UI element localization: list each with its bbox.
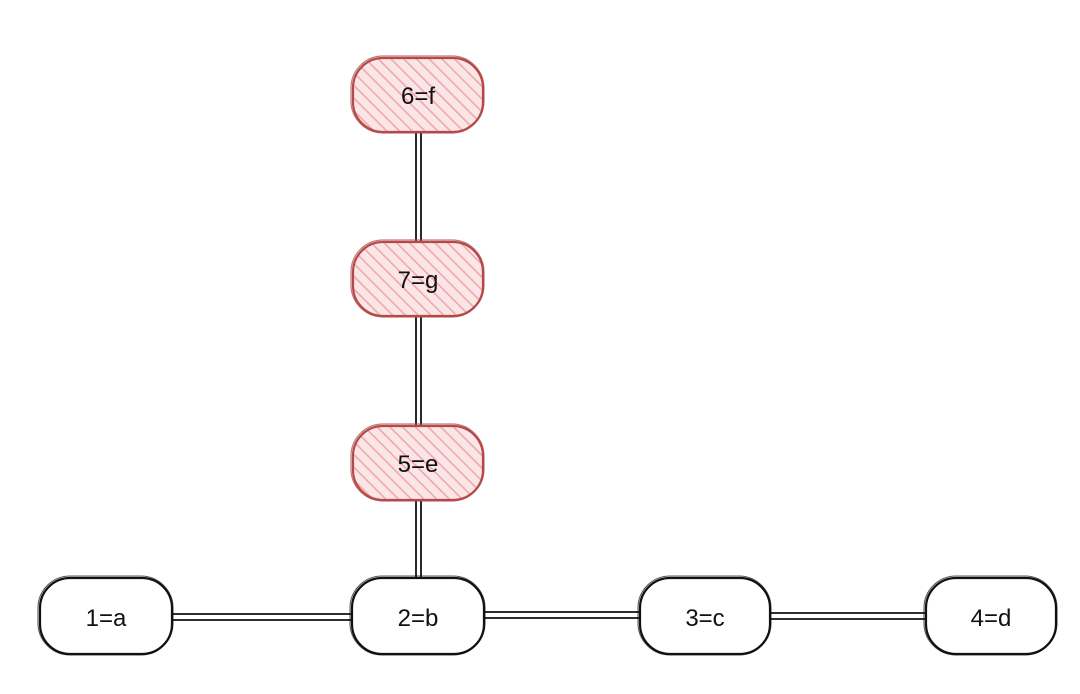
- edge-5e-2b: [415, 500, 422, 578]
- node-2b-label: 2=b: [398, 605, 439, 632]
- node-7g: 7=g: [350, 239, 485, 318]
- node-2b: 2=b: [349, 575, 486, 656]
- node-4d-label: 4=d: [971, 605, 1012, 632]
- node-1a: 1=a: [37, 575, 174, 656]
- node-6f: 6=f: [350, 55, 485, 134]
- node-1a-label: 1=a: [86, 605, 127, 632]
- node-4d: 4=d: [923, 575, 1058, 656]
- edges-layer: [172, 132, 926, 621]
- node-7g-label: 7=g: [398, 267, 439, 294]
- node-3c: 3=c: [637, 575, 772, 656]
- edge-6f-7g: [415, 132, 422, 242]
- edge-7g-5e: [415, 316, 422, 426]
- node-5e: 5=e: [350, 423, 485, 502]
- edge-3c-4d: [770, 612, 926, 620]
- node-6f-label: 6=f: [401, 83, 435, 110]
- node-5e-label: 5=e: [398, 451, 439, 478]
- node-3c-label: 3=c: [685, 605, 724, 632]
- edge-1a-2b: [172, 613, 352, 621]
- edge-2b-3c: [484, 611, 640, 619]
